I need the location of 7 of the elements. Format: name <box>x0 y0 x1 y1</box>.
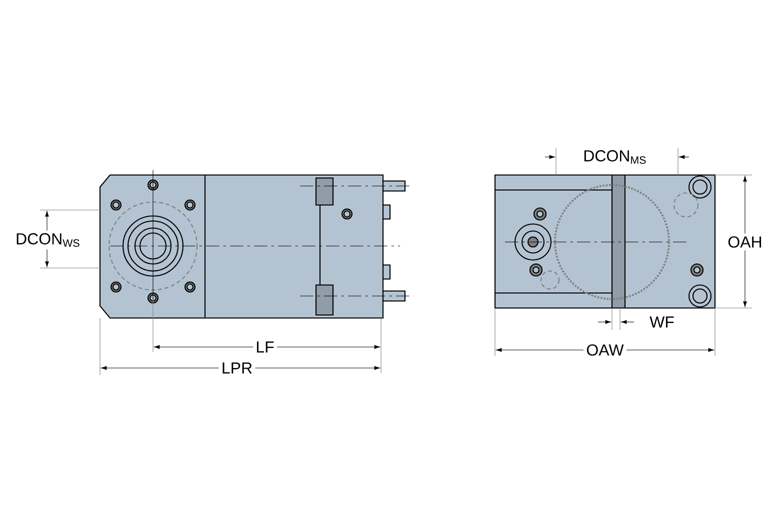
dimension-label: DCON$_{WS}$ <box>12 230 84 250</box>
dimension-label: LPR <box>218 360 256 376</box>
dimension-label: LF <box>253 338 277 356</box>
dimension-label: DCON$_{MS}$ <box>580 147 650 166</box>
dimension-label: WF <box>646 314 678 330</box>
dimension-label: OAH <box>725 234 765 250</box>
dimension-label: OAW <box>584 342 626 358</box>
